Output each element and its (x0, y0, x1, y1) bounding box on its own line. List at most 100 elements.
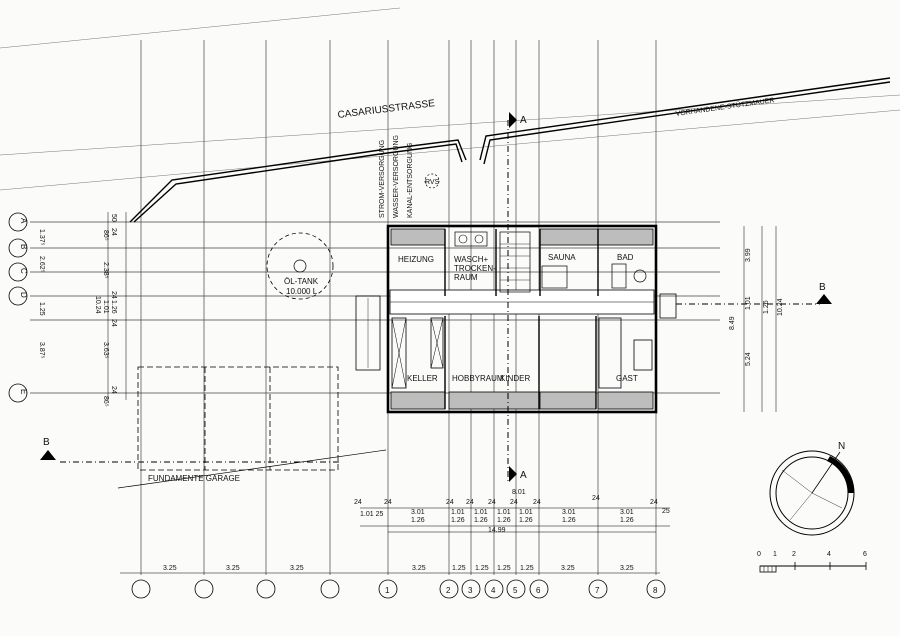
dim-mid-5: 1.01 (519, 509, 533, 516)
dim-bottom-2: 3.25 (226, 565, 240, 572)
row-dim-outer-1: 1.37⁵ (38, 229, 45, 246)
dim-low-1: 1.26 (411, 517, 425, 524)
utility-water: WASSER-VERSORGUNG (393, 135, 400, 218)
row-dim-inner-1: 50 (110, 214, 117, 222)
grid-rows (0, 7, 900, 394)
dim-bottom-8: 1.25 (520, 565, 534, 572)
row-axis-e: E (19, 389, 28, 394)
col-axis-2: 2 (446, 586, 451, 595)
row-axis-b: B (19, 244, 28, 249)
rvs-label: RVS (425, 179, 440, 186)
scale-4: 4 (827, 551, 831, 558)
row-dim-inner-12: 86⁵ (102, 396, 109, 407)
north-label: N (838, 441, 845, 452)
dim-mid-2: 1.01 (451, 509, 465, 516)
row-dims-inner (107, 212, 127, 400)
dim-mid-1: 3.01 (411, 509, 425, 516)
dim-top-1: 24 (354, 499, 362, 506)
dim-low-3: 1.26 (474, 517, 488, 524)
right-dims (743, 226, 777, 412)
room-wasch-1: WASCH+ (454, 255, 488, 264)
row-dim-inner-7: 1.26 (110, 300, 117, 314)
col-axis-6: 6 (536, 586, 541, 595)
room-wasch-3: RAUM (454, 273, 478, 282)
dim-bottom-3: 3.25 (290, 565, 304, 572)
column-axis-markers (131, 579, 666, 599)
row-dim-inner-11: 24 (110, 386, 117, 394)
room-wasch-2: TROCKEN- (454, 264, 496, 273)
dim-top-7: 24 (533, 499, 541, 506)
section-b-left: B (43, 437, 50, 448)
dim-bottom-5: 1.25 (452, 565, 466, 572)
row-dim-inner-4: 2.38⁵ (102, 262, 109, 279)
right-dim-5: 5.24 (745, 352, 752, 366)
utility-sewer: KANAL-ENTSORGUNG (407, 143, 414, 218)
right-dim-1: 3.99 (745, 248, 752, 262)
room-keller: KELLER (407, 374, 438, 383)
section-a-arrow-top (509, 112, 517, 128)
dim-mid-6: 3.01 (562, 509, 576, 516)
row-axis-markers (8, 212, 28, 403)
scale-0: 0 (757, 551, 761, 558)
row-dim-outer-2: 2.62⁵ (38, 256, 45, 273)
col-axis-8: 8 (653, 586, 658, 595)
row-dim-inner-9: 24 (110, 319, 117, 327)
row-dim-inner-8: 10.24 (94, 296, 101, 314)
row-dim-inner-3: 86⁵ (102, 230, 109, 241)
building-walls (355, 224, 677, 414)
dim-top-4: 24 (466, 499, 474, 506)
dim-top-6: 24 (510, 499, 518, 506)
dim-low-7: 1.26 (620, 517, 634, 524)
right-dim-6: 8.49 (729, 316, 736, 330)
tank-hatch-icon (293, 259, 307, 273)
dim-top-2: 24 (384, 499, 392, 506)
dim-chain (120, 507, 670, 574)
row-dim-inner-5: 24 (110, 291, 117, 299)
col-axis-5: 5 (513, 586, 518, 595)
col-axis-1: 1 (385, 586, 390, 595)
dim-bottom-6: 1.25 (475, 565, 489, 572)
dim-low-5: 1.26 (519, 517, 533, 524)
scale-6: 6 (863, 551, 867, 558)
dim-top-3: 24 (446, 499, 454, 506)
dim-mid-7: 3.01 (620, 509, 634, 516)
dim-top-8: 24 (592, 495, 600, 502)
row-dim-outer-4: 3.87⁵ (38, 342, 45, 359)
row-dim-inner-2: 24 (110, 228, 117, 236)
garage-foundation (117, 366, 387, 489)
col-axis-4: 4 (491, 586, 496, 595)
section-a-elevation: 8.01 (512, 489, 526, 496)
section-b-arrow-right (816, 294, 832, 304)
right-dim-2: 1.01 (745, 296, 752, 310)
street-name: CASARIUSSTRASSE (337, 98, 436, 121)
row-axis-a: A (19, 218, 28, 224)
dim-mid-8: 1.01 25 (360, 511, 383, 518)
dim-bottom-1: 3.25 (163, 565, 177, 572)
row-dim-inner-6: 1.01 (102, 300, 109, 314)
retaining-wall (129, 77, 891, 223)
room-heizung: HEIZUNG (398, 255, 434, 264)
section-a-bottom: A (520, 470, 527, 481)
right-dim-3: 1.26 (763, 300, 770, 314)
room-gast: GAST (616, 374, 638, 383)
north-compass-icon (769, 450, 855, 536)
row-axis-d: D (19, 292, 28, 298)
dim-bottom-4: 3.25 (412, 565, 426, 572)
col-axis-3: 3 (468, 586, 473, 595)
right-dim-4: 10.24 (777, 298, 784, 316)
tank-capacity: 10.000 L (286, 287, 318, 296)
tank-label: ÖL-TANK (284, 277, 319, 286)
dim-mid-4: 1.01 (497, 509, 511, 516)
utility-power: STROM-VERSORGUNG (379, 140, 386, 218)
total-width: 14.99 (488, 527, 506, 534)
dim-low-4: 1.26 (497, 517, 511, 524)
oil-tank-icon (266, 232, 334, 300)
row-dim-inner-10: 3.63⁵ (102, 342, 109, 359)
scale-2: 2 (792, 551, 796, 558)
rvs-icon (424, 173, 440, 189)
room-hobby: HOBBYRAUM (452, 374, 504, 383)
dim-low-2: 1.26 (451, 517, 465, 524)
section-b-right: B (819, 282, 826, 293)
